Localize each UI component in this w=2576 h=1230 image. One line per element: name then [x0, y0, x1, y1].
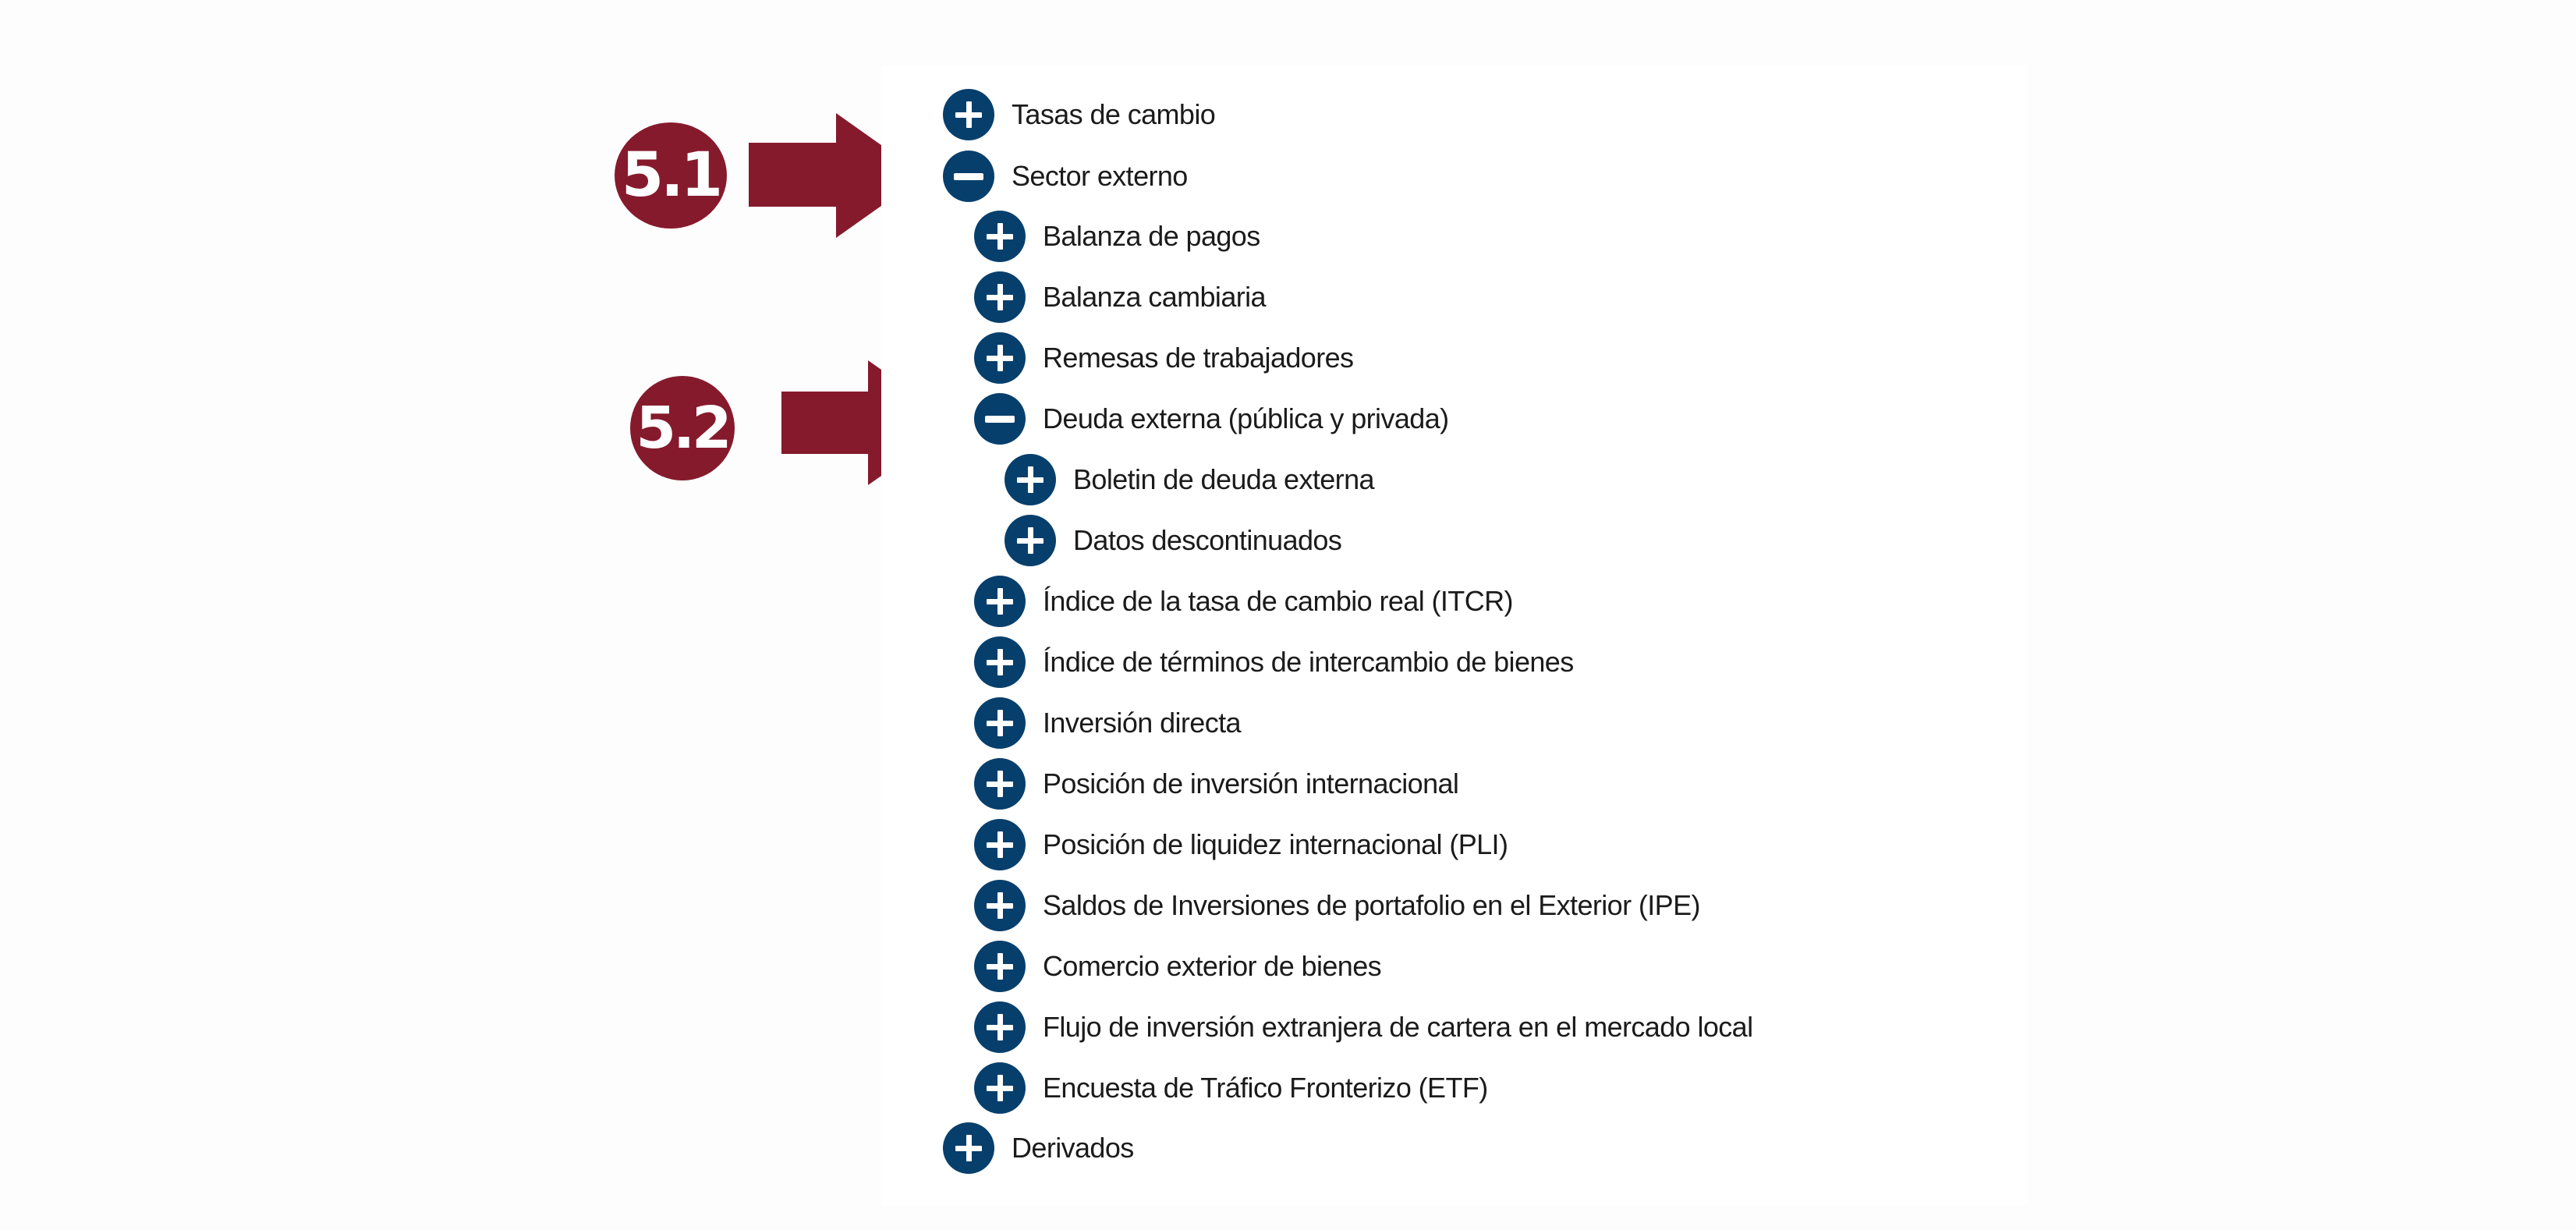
plus-circle-icon[interactable]	[974, 332, 1026, 384]
plus-circle-icon[interactable]	[943, 89, 994, 140]
tree-item-inversion-directa[interactable]: Inversión directa	[974, 697, 1242, 749]
plus-circle-icon[interactable]	[974, 1001, 1026, 1053]
tree-panel: Tasas de cambio Sector externo Balanza d…	[881, 65, 2028, 1205]
tree-item-balanza-cambiaria[interactable]: Balanza cambiaria	[974, 271, 1267, 323]
plus-circle-icon[interactable]	[974, 819, 1026, 870]
tree-item-label[interactable]: Sector externo	[1012, 160, 1188, 192]
plus-circle-icon[interactable]	[974, 880, 1026, 931]
annotation-arrow-right-icon	[749, 113, 924, 238]
plus-circle-icon[interactable]	[974, 697, 1026, 749]
tree-item-label[interactable]: Deuda externa (pública y privada)	[1043, 402, 1449, 434]
plus-circle-icon[interactable]	[1005, 454, 1056, 505]
plus-circle-icon[interactable]	[974, 636, 1026, 688]
tree-item-posicion-liquidez-internacional[interactable]: Posición de liquidez internacional (PLI)	[974, 819, 1508, 870]
tree-item-sector-externo[interactable]: Sector externo	[943, 151, 1188, 202]
tree-item-balanza-de-pagos[interactable]: Balanza de pagos	[974, 211, 1260, 262]
tree-item-derivados[interactable]: Derivados	[943, 1122, 1134, 1174]
annotation-badge-label: 5.2	[636, 395, 732, 462]
plus-circle-icon[interactable]	[974, 576, 1026, 627]
plus-circle-icon[interactable]	[1005, 515, 1056, 566]
tree-item-label[interactable]: Comercio exterior de bienes	[1043, 950, 1382, 982]
tree-item-label[interactable]: Encuesta de Tráfico Fronterizo (ETF)	[1043, 1072, 1488, 1104]
plus-circle-icon[interactable]	[974, 1062, 1026, 1114]
tree-item-label[interactable]: Derivados	[1012, 1132, 1134, 1164]
plus-circle-icon[interactable]	[974, 271, 1026, 323]
tree-item-label[interactable]: Tasas de cambio	[1012, 98, 1216, 130]
tree-item-label[interactable]: Balanza cambiaria	[1043, 281, 1267, 313]
tree-item-label[interactable]: Posición de liquidez internacional (PLI)	[1043, 828, 1508, 860]
tree-item-boletin-de-deuda-externa[interactable]: Boletin de deuda externa	[1005, 454, 1375, 505]
plus-circle-icon[interactable]	[943, 1122, 994, 1174]
tree-item-label[interactable]: Remesas de trabajadores	[1043, 342, 1354, 374]
minus-circle-icon[interactable]	[943, 151, 994, 202]
tree-item-indice-tasa-cambio-real[interactable]: Índice de la tasa de cambio real (ITCR)	[974, 576, 1513, 627]
tree-item-label[interactable]: Boletin de deuda externa	[1073, 463, 1375, 495]
plus-circle-icon[interactable]	[974, 758, 1026, 810]
annotation-arrow-right-icon	[781, 360, 957, 485]
annotation-badge-5-2: 5.2	[630, 376, 735, 480]
tree-item-remesas-de-trabajadores[interactable]: Remesas de trabajadores	[974, 332, 1354, 384]
tree-item-label[interactable]: Saldos de Inversiones de portafolio en e…	[1043, 889, 1700, 921]
tree-item-tasas-de-cambio[interactable]: Tasas de cambio	[943, 89, 1216, 140]
tree-item-label[interactable]: Balanza de pagos	[1043, 220, 1260, 252]
tree-item-flujo-inversion-extranjera[interactable]: Flujo de inversión extranjera de cartera…	[974, 1001, 1753, 1053]
annotation-badge-5-1: 5.1	[615, 122, 727, 229]
tree-item-label[interactable]: Flujo de inversión extranjera de cartera…	[1043, 1011, 1753, 1043]
tree-item-datos-descontinuados[interactable]: Datos descontinuados	[1005, 515, 1342, 566]
tree-item-posicion-inversion-internacional[interactable]: Posición de inversión internacional	[974, 758, 1459, 810]
tree-item-label[interactable]: Datos descontinuados	[1073, 524, 1342, 556]
tree-item-label[interactable]: Índice de la tasa de cambio real (ITCR)	[1043, 585, 1513, 617]
tree-item-saldos-inversiones-portafolio[interactable]: Saldos de Inversiones de portafolio en e…	[974, 880, 1700, 931]
minus-circle-icon[interactable]	[974, 393, 1026, 445]
tree-item-deuda-externa[interactable]: Deuda externa (pública y privada)	[974, 393, 1449, 445]
tree-item-indice-terminos-intercambio[interactable]: Índice de términos de intercambio de bie…	[974, 636, 1574, 688]
tree-item-comercio-exterior-bienes[interactable]: Comercio exterior de bienes	[974, 941, 1382, 992]
annotation-badge-label: 5.1	[621, 140, 723, 211]
plus-circle-icon[interactable]	[974, 941, 1026, 992]
category-tree: Tasas de cambio Sector externo Balanza d…	[881, 65, 2028, 1205]
tree-item-encuesta-trafico-fronterizo[interactable]: Encuesta de Tráfico Fronterizo (ETF)	[974, 1062, 1488, 1114]
tree-item-label[interactable]: Posición de inversión internacional	[1043, 767, 1459, 799]
plus-circle-icon[interactable]	[974, 211, 1026, 262]
tree-item-label[interactable]: Inversión directa	[1043, 707, 1242, 739]
tree-item-label[interactable]: Índice de términos de intercambio de bie…	[1043, 646, 1574, 678]
